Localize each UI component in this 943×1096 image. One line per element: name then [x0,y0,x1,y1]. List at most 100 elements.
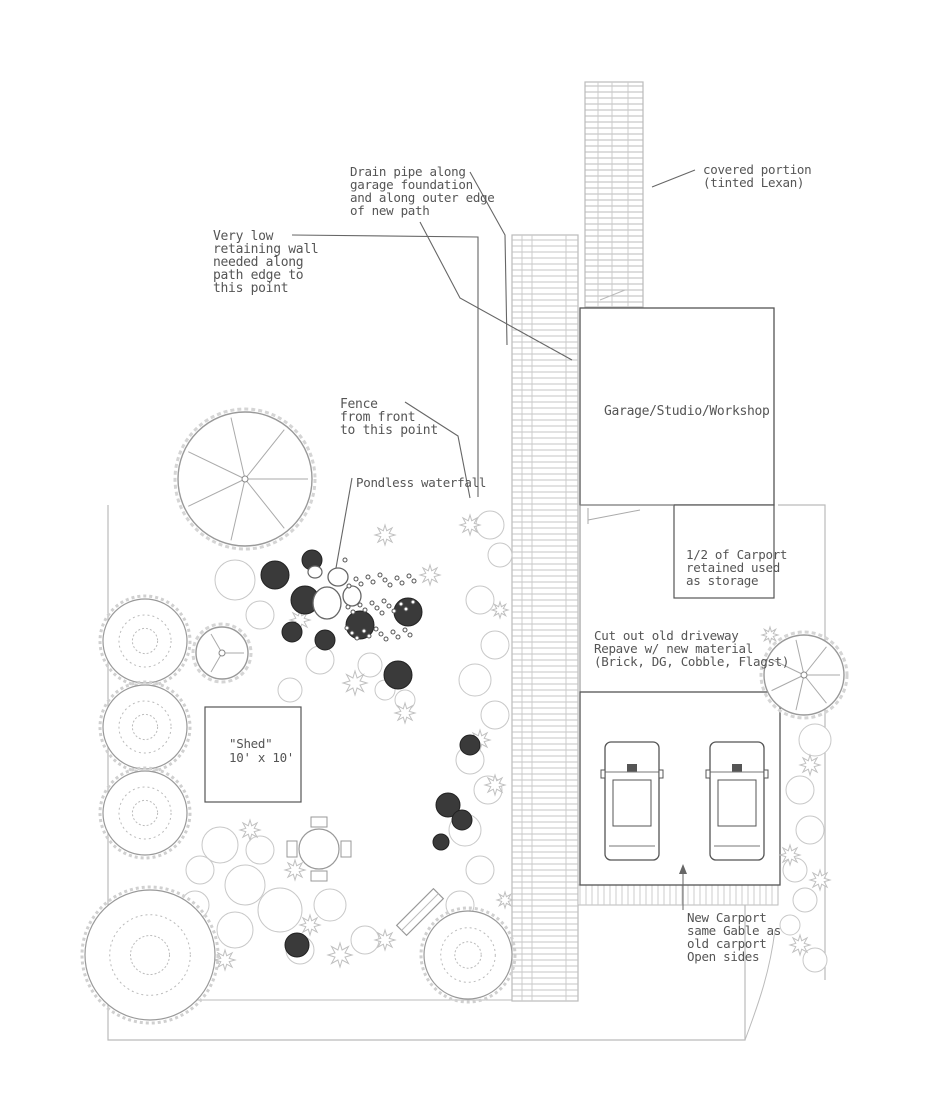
river-pebble [382,577,388,583]
dark-shrub [451,809,473,831]
perennial [458,513,482,537]
garage-building [579,307,775,506]
groundcover [245,600,275,630]
groundcover [782,857,808,883]
perennial [760,625,780,645]
shrub-edge [98,594,192,688]
dark-shrub [393,597,423,627]
lot-edge-curve [744,929,776,1041]
car-mirror [600,769,606,779]
river-pebble [366,633,372,639]
waterfall-basin [312,586,342,620]
canopy-spoke [230,478,246,541]
waterfall-rock [342,585,362,607]
car-hood-mark [627,764,637,772]
canopy-spoke [210,652,223,673]
groundcover [779,914,801,936]
tree-canopy [173,407,317,551]
canopy-spoke [803,646,827,676]
shrub-core [131,627,159,655]
label-covered-portion: covered portion (tinted Lexan) [703,162,812,190]
groundcover [201,826,239,864]
groundcover [216,911,254,949]
perennial [778,843,802,867]
label-driveway: Cut out old driveway Repave w/ new mater… [594,628,790,669]
groundcover [245,835,275,865]
river-pebble [373,626,379,632]
shrub-outline [423,910,513,1000]
canopy-spoke [210,633,223,654]
shrub-core [131,713,159,741]
river-pebble [369,600,375,606]
dark-shrub [281,621,303,643]
perennial [483,773,507,797]
groundcover [214,559,256,601]
carport-arrow-head [679,864,687,874]
groundcover [802,947,828,973]
shrub-edge [80,885,220,1025]
car-cab [612,779,652,827]
groundcover [357,652,383,678]
river-pebble [394,575,400,581]
canopy-spoke [795,639,805,676]
groundcover [785,775,815,805]
river-pebble [399,580,405,586]
car-right [705,741,769,861]
car-hood-mark [732,764,742,772]
river-pebble [377,572,383,578]
waterfall-rock [307,565,323,579]
river-pebble [362,607,368,613]
groundcover [313,888,347,922]
covered-pergola [584,81,644,308]
driveway-edge [579,504,674,692]
planting [80,407,849,1025]
perennial [490,600,510,620]
shrub-core [131,799,159,827]
canopy-spoke [803,674,827,704]
shed [204,706,302,803]
perennial [418,563,442,587]
shrub-ring [118,614,172,668]
river-pebble [349,630,355,636]
river-pebble [378,631,384,637]
perennial [495,890,515,910]
trunk [218,649,226,657]
shrub-outline [102,598,188,684]
car-left [600,741,664,861]
canopy-edge [191,622,253,684]
car-cab [717,779,757,827]
river-pebble [350,609,356,615]
label-shed-name: "Shed" [229,736,273,751]
shrub-core [454,941,482,969]
door-swing [587,508,641,524]
groundcover [480,700,510,730]
river-pebble [361,628,367,634]
groundcover [487,542,513,568]
label-fence: Fence from front to this point [340,397,438,438]
tree-canopy [191,622,253,684]
river-pebble [342,557,348,563]
car-mirror [763,769,769,779]
groundcover [465,855,495,885]
shrub-ring [118,700,172,754]
canopy-spoke [771,658,805,676]
river-pebble [365,574,371,580]
perennial [283,858,307,882]
river-pebble [358,581,364,587]
river-pebble [406,573,412,579]
canopy-edge [759,630,849,720]
leader-lines [291,169,696,569]
pergola-brace [599,289,626,301]
groundcover [257,887,303,933]
river-pebble [374,605,380,611]
shrub [80,885,220,1025]
canopy-spoke [188,478,246,507]
dark-shrub [459,734,481,756]
perennial [213,948,237,972]
river-pebble [387,582,393,588]
shrub-core [130,935,170,975]
perennial [238,818,262,842]
groundcover [185,855,215,885]
